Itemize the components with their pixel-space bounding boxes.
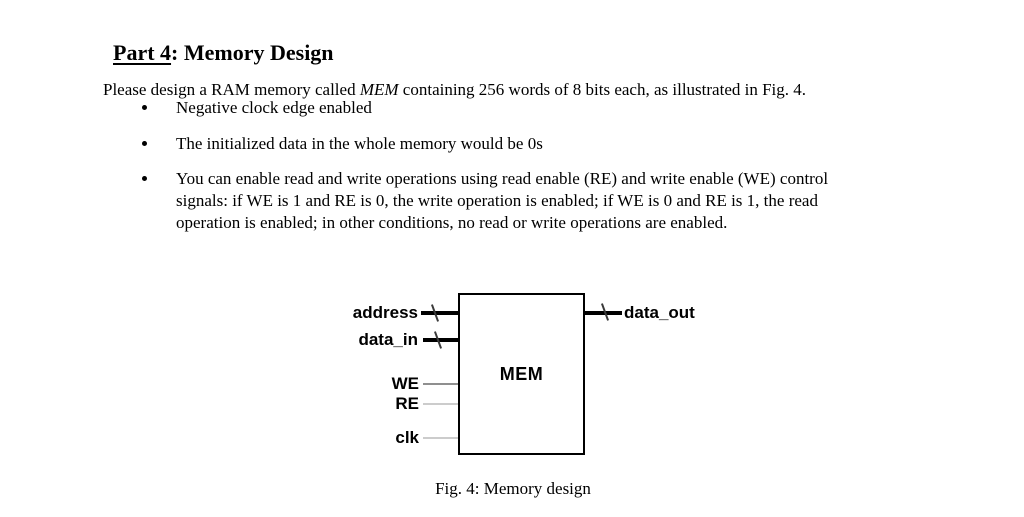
- bullet-item-negative-clock: Negative clock edge enabled: [176, 97, 372, 119]
- intro-text-pre: Please design a RAM memory called: [103, 80, 360, 99]
- signal-label-data-in: data_in: [358, 330, 418, 349]
- signal-label-address: address: [352, 303, 418, 322]
- bullet-text-line: signals: if WE is 1 and RE is 0, the wri…: [176, 191, 818, 210]
- title-underlined-text: Part 4: [113, 39, 172, 65]
- intro-paragraph: Please design a RAM memory called MEM co…: [103, 79, 806, 101]
- clk-signal-line: [423, 437, 459, 439]
- signal-label-data-out: data_out: [624, 303, 695, 322]
- signal-label-re: RE: [395, 394, 419, 413]
- bullet-text-line: The initialized data in the whole memory…: [176, 134, 543, 153]
- bullet-text-line: operation is enabled; in other condition…: [176, 213, 728, 232]
- signal-label-we: WE: [391, 374, 419, 393]
- bullet-marker: [142, 105, 147, 110]
- signal-label-clk: clk: [395, 428, 419, 447]
- page-title: Part 4: Memory Design: [113, 40, 334, 66]
- bullet-marker: [142, 176, 147, 181]
- we-signal-line: [423, 383, 459, 385]
- data-in-bus-line: [423, 338, 459, 342]
- figure-caption: Fig. 4: Memory design: [435, 479, 591, 498]
- intro-text-post: containing 256 words of 8 bits each, as …: [398, 80, 807, 99]
- bullet-marker: [142, 141, 147, 146]
- bullet-text-line: Negative clock edge enabled: [176, 98, 372, 117]
- bullet-item-initialized-data: The initialized data in the whole memory…: [176, 133, 543, 155]
- bullet-text-line: You can enable read and write operations…: [176, 169, 829, 188]
- mem-block-label: MEM: [499, 363, 544, 384]
- intro-emphasis-mem: MEM: [359, 80, 399, 99]
- title-rest-text: : Memory Design: [171, 39, 334, 65]
- bullet-item-read-write-enable: You can enable read and write operations…: [176, 168, 828, 234]
- mem-block: MEM: [458, 293, 585, 455]
- re-signal-line: [423, 403, 459, 405]
- address-bus-line: [421, 311, 459, 315]
